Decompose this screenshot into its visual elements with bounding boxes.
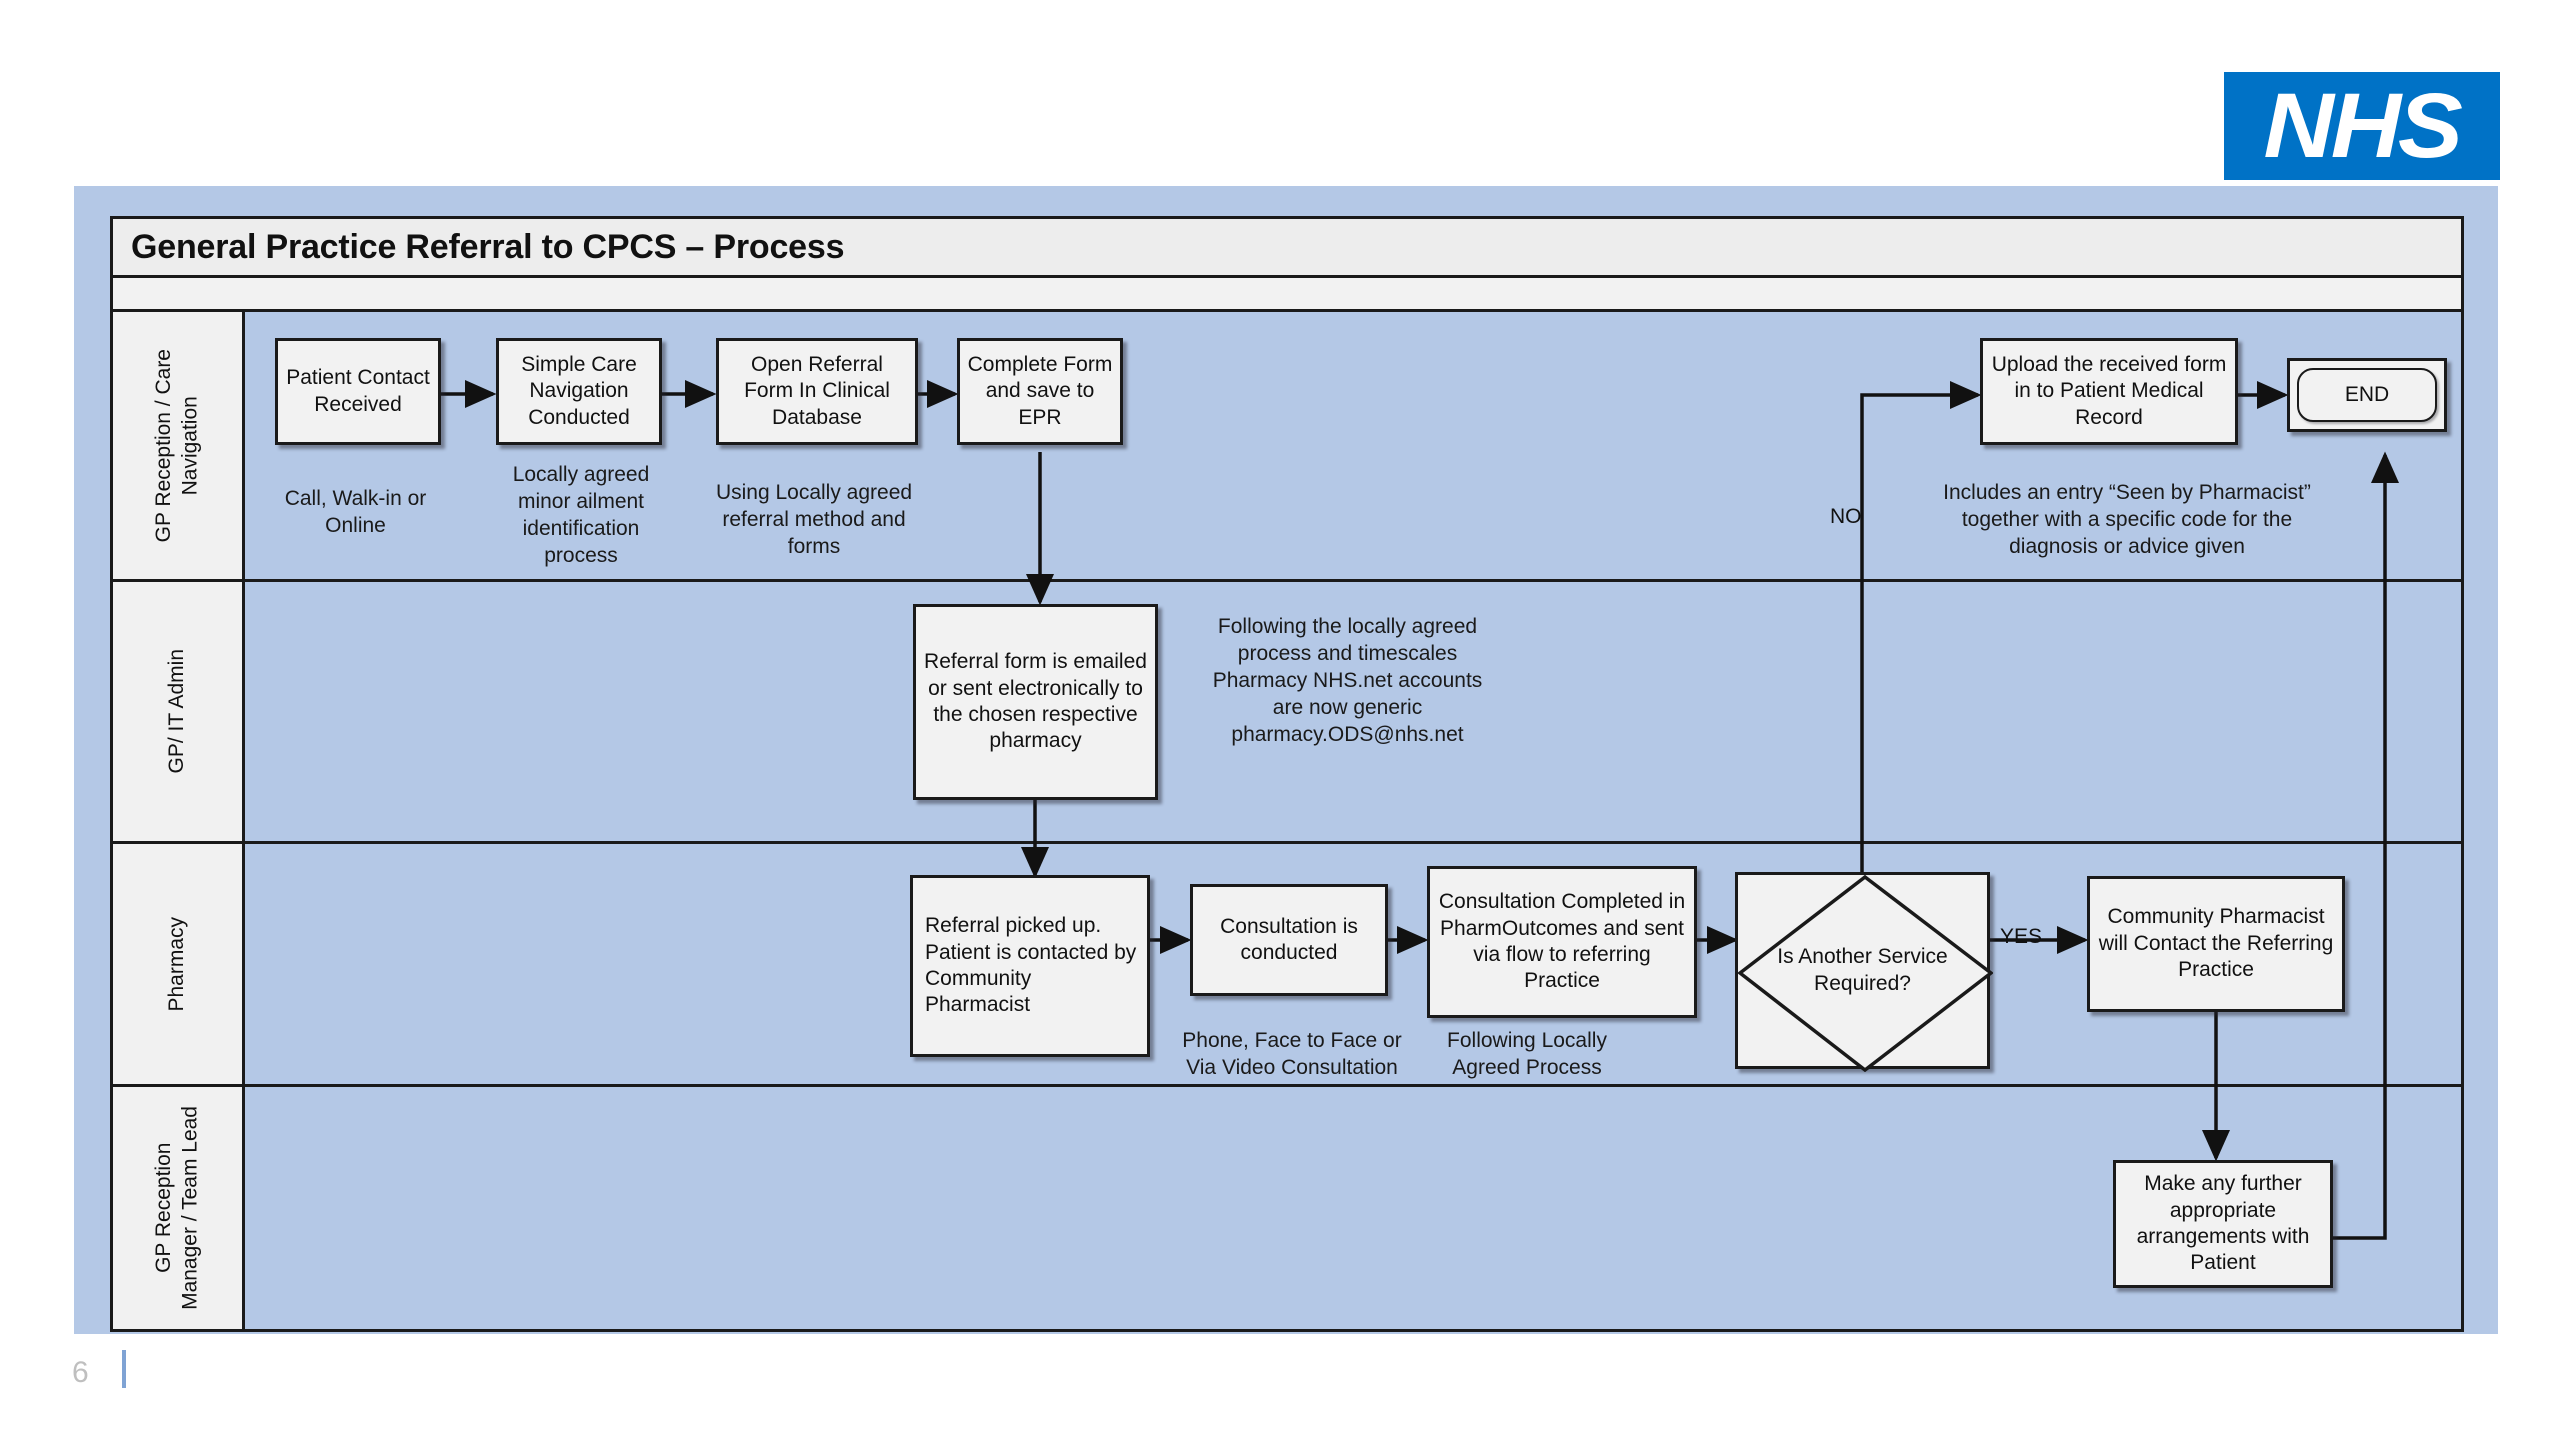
annotation-using-locally-agreed-referral: Using Locally agreed referral method and…	[715, 481, 913, 558]
annotation-phone-face-video: Phone, Face to Face or Via Video Consult…	[1182, 1029, 1402, 1079]
nhs-logo-text: NHS	[2263, 75, 2464, 177]
swimlane-gp-reception-manager-team-lead: GP Reception Manager / Team Lead	[110, 1087, 2464, 1332]
page-title: General Practice Referral to CPCS – Proc…	[131, 227, 845, 266]
edge-label-yes: YES	[2000, 925, 2043, 948]
node-consultation-completed[interactable]: Consultation Completed in PharmOutcomes …	[1427, 866, 1697, 1018]
swimlane-label: GP/ IT Admin	[165, 649, 189, 774]
swimlane-label: GP Reception Manager / Team Lead	[152, 1106, 202, 1310]
diagram-subtitle-bar	[110, 278, 2464, 312]
footer-text-caret	[122, 1350, 126, 1388]
annotation-includes-an-entry: Includes an entry “Seen by Pharmacist” t…	[1943, 481, 2311, 558]
swimlane-body	[245, 582, 2461, 841]
node-is-another-service-required[interactable]: Is Another Service Required?	[1735, 872, 1993, 1072]
footer-page-number: 6	[72, 1356, 89, 1389]
decision-label: Is Another Service Required?	[1777, 945, 1948, 995]
diagram-title-bar: General Practice Referral to CPCS – Proc…	[110, 216, 2464, 278]
node-upload-received-form[interactable]: Upload the received form in to Patient M…	[1980, 338, 2238, 445]
node-end-label: END	[2297, 368, 2437, 422]
swimlane-header-gp-reception-manager-team-lead: GP Reception Manager / Team Lead	[113, 1087, 245, 1329]
node-patient-contact-received[interactable]: Patient Contact Received	[275, 338, 441, 445]
node-open-referral-form[interactable]: Open Referral Form In Clinical Database	[716, 338, 918, 445]
annotation-following-locally-agreed: Following Locally Agreed Process	[1447, 1029, 1607, 1079]
node-simple-care-navigation-conducted[interactable]: Simple Care Navigation Conducted	[496, 338, 662, 445]
swimlane-header-gp-reception-care-navigation: GP Reception / Care Navigation	[113, 312, 245, 579]
node-consultation-conducted[interactable]: Consultation is conducted	[1190, 884, 1388, 996]
swimlane-label: GP Reception / Care Navigation	[152, 348, 202, 543]
node-end-terminator[interactable]: END	[2287, 358, 2447, 432]
swimlane-header-gp-it-admin: GP/ IT Admin	[113, 582, 245, 841]
swimlane-header-pharmacy: Pharmacy	[113, 844, 245, 1084]
decision-diamond-shape	[1738, 875, 1993, 1072]
nhs-logo: NHS	[2224, 72, 2500, 180]
node-make-further-arrangements[interactable]: Make any further appropriate arrangement…	[2113, 1160, 2333, 1288]
node-referral-form-emailed[interactable]: Referral form is emailed or sent electro…	[913, 604, 1158, 800]
swimlane-body	[245, 1087, 2461, 1329]
annotation-locally-agreed-minor-ailment: Locally agreed minor ailment identificat…	[512, 463, 650, 567]
node-complete-form-save-epr[interactable]: Complete Form and save to EPR	[957, 338, 1123, 445]
annotation-following-locally-agreed-process: Following the locally agreed process and…	[1212, 615, 1483, 746]
node-referral-picked-up[interactable]: Referral picked up. Patient is contacted…	[910, 875, 1150, 1057]
node-community-pharmacist-contact[interactable]: Community Pharmacist will Contact the Re…	[2087, 876, 2345, 1012]
annotation-call-walk-in-online: Call, Walk-in or Online	[284, 487, 427, 537]
swimlane-label: Pharmacy	[165, 916, 189, 1012]
swimlane-gp-it-admin: GP/ IT Admin	[110, 582, 2464, 844]
edge-label-no: NO	[1830, 505, 1862, 528]
